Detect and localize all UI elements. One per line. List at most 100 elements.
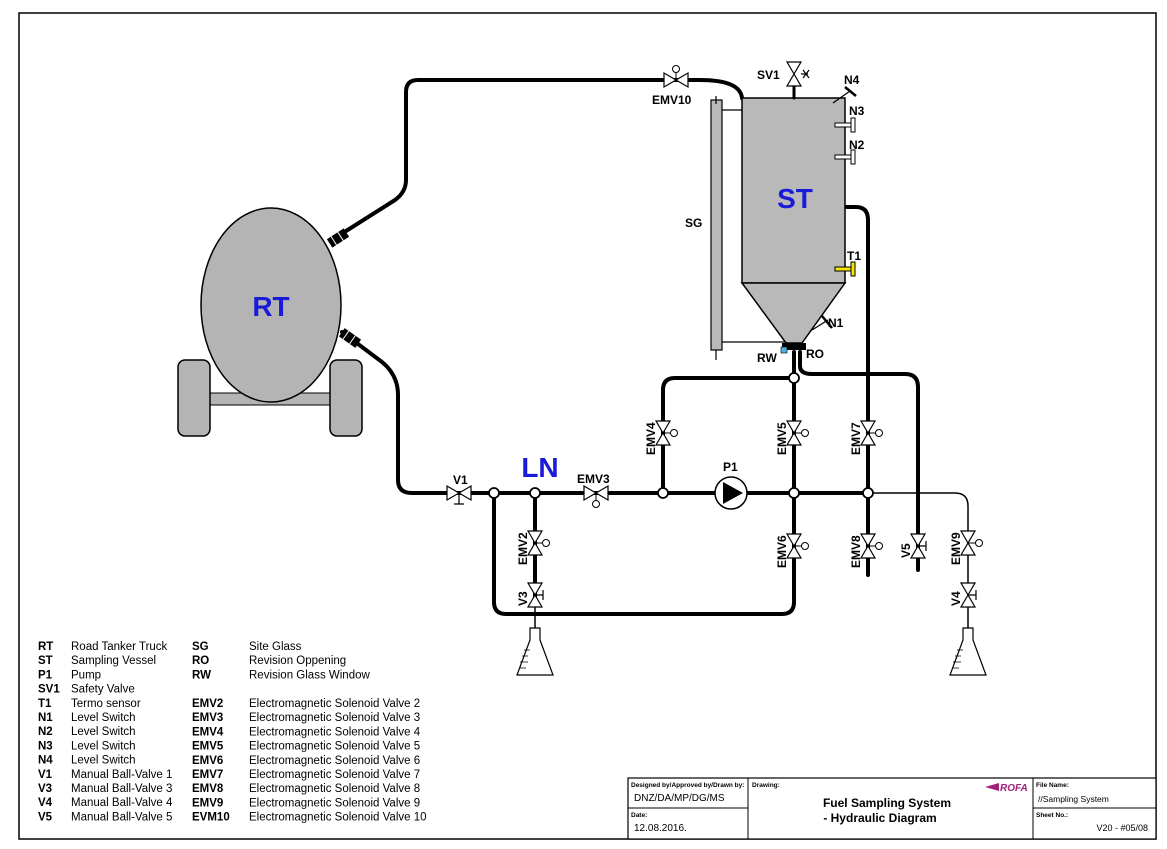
legend-description: Electromagnetic Solenoid Valve 6 [249, 755, 420, 767]
legend-code: SV1 [38, 684, 60, 696]
valve-emv9[interactable] [960, 530, 983, 556]
legend-code: V3 [38, 783, 52, 795]
file-name-label: File Name: [1036, 782, 1069, 789]
valve-emv8-label: EMV8 [849, 535, 863, 568]
valve-emv6[interactable] [786, 533, 809, 559]
legend-description: Level Switch [71, 726, 136, 738]
legend-code: N2 [38, 726, 53, 738]
rofa-logo: ROFA [985, 783, 1028, 794]
vessel-cone [740, 282, 847, 344]
legend-description: Manual Ball-Valve 1 [71, 769, 172, 781]
safety-valve-label: SV1 [757, 68, 780, 82]
valve-v4[interactable] [960, 582, 977, 608]
legend-code: RO [192, 655, 209, 667]
legend-description: Electromagnetic Solenoid Valve 9 [249, 797, 420, 809]
drawing-title-line1: Fuel Sampling System [823, 796, 951, 810]
junction-nodes [488, 372, 874, 499]
legend-description: Level Switch [71, 712, 136, 724]
valve-v1-label: V1 [453, 473, 468, 487]
valve-emv7-label: EMV7 [849, 422, 863, 455]
legend-description: Safety Valve [71, 684, 135, 696]
valve-emv8[interactable] [860, 533, 883, 559]
legend-code: EMV2 [192, 698, 223, 710]
legend-description: Electromagnetic Solenoid Valve 8 [249, 783, 420, 795]
tanker-coupling-bottom [338, 328, 362, 348]
valve-v1[interactable] [446, 485, 472, 505]
date-label: Date: [631, 812, 647, 819]
legend-code: V1 [38, 769, 53, 781]
legend-description: Revision Oppening [249, 655, 346, 667]
legend-code: EMV4 [192, 726, 224, 738]
legend-code: EMV9 [192, 797, 223, 809]
level-switch-n1-label: N1 [828, 316, 844, 330]
pipework [333, 78, 969, 630]
legend-description: Manual Ball-Valve 3 [71, 783, 172, 795]
valve-v4-label: V4 [949, 591, 963, 606]
date-value: 12.08.2016. [634, 823, 687, 834]
sampling-vessel-label: ST [777, 183, 813, 214]
tanker-wheel-right [329, 359, 363, 437]
legend-code: V4 [38, 797, 53, 809]
legend-code: EMV5 [192, 741, 224, 753]
valve-emv10[interactable] [663, 65, 689, 88]
site-glass-label: SG [685, 216, 702, 230]
valve-v3[interactable] [527, 582, 544, 608]
sheet-no-value: V20 - #05/08 [1096, 823, 1148, 833]
revision-window-label: RW [757, 351, 777, 365]
drawing-frame [18, 12, 1157, 840]
valve-emv5[interactable] [786, 420, 809, 446]
line-label: LN [521, 452, 558, 483]
valve-emv7[interactable] [860, 420, 883, 446]
sample-flask-left-icon [516, 627, 554, 676]
valve-emv3[interactable] [583, 485, 609, 508]
valve-emv2[interactable] [527, 530, 550, 556]
legend-code: ST [38, 655, 53, 667]
level-switch-n4-icon [832, 86, 857, 104]
valve-emv4-label: EMV4 [644, 422, 658, 455]
valve-emv3-label: EMV3 [577, 472, 610, 486]
revision-window-icon [780, 346, 788, 354]
site-glass [710, 99, 723, 351]
svg-text:ROFA: ROFA [1000, 783, 1028, 794]
legend-description: Electromagnetic Solenoid Valve 2 [249, 698, 420, 710]
pump-p1-icon[interactable] [714, 476, 748, 510]
legend-description: Pump [71, 669, 101, 681]
legend-code: T1 [38, 698, 52, 710]
road-tanker-label: RT [252, 291, 289, 322]
legend-description: Electromagnetic Solenoid Valve 7 [249, 769, 420, 781]
valve-v3-label: V3 [516, 591, 530, 606]
road-tanker: RT [177, 207, 363, 437]
legend-description: Electromagnetic Solenoid Valve 5 [249, 741, 420, 753]
title-block: Designed by/Approved by/Drawn by: DNZ/DA… [627, 777, 1157, 840]
valve-v5[interactable] [910, 533, 927, 559]
vessel-bottom-flange [782, 343, 806, 350]
legend-description: Road Tanker Truck [71, 641, 168, 653]
legend-description: Level Switch [71, 740, 136, 752]
legend-description: Manual Ball-Valve 5 [71, 811, 172, 823]
valve-emv5-label: EMV5 [775, 422, 789, 455]
legend-code: EVM10 [192, 812, 230, 824]
valve-emv10-label: EMV10 [652, 93, 692, 107]
drawing-title-line2: - Hydraulic Diagram [823, 811, 936, 825]
legend-code: P1 [38, 669, 53, 681]
tanker-coupling-top [326, 228, 350, 248]
legend-code: RT [38, 641, 53, 653]
legend-code: EMV6 [192, 755, 223, 767]
legend-description: Site Glass [249, 641, 302, 653]
sampling-vessel: ST SG SV1 N4 N3 N2 T1 [685, 61, 865, 365]
level-switch-n1-icon [811, 315, 833, 331]
legend-code: RW [192, 669, 211, 681]
sheet-no-label: Sheet No.: [1036, 812, 1068, 819]
revision-opening-label: RO [806, 347, 824, 361]
legend-description: Manual Ball-Valve 4 [71, 797, 173, 809]
legend-code: N3 [38, 740, 53, 752]
legend-description: Electromagnetic Solenoid Valve 3 [249, 712, 420, 724]
thermo-sensor-label: T1 [847, 249, 861, 263]
valve-v5-label: V5 [899, 543, 913, 558]
legend-code: V5 [38, 811, 53, 823]
tanker-wheel-left [177, 359, 211, 437]
legend-description: Sampling Vessel [71, 655, 156, 667]
valve-emv4[interactable] [655, 420, 678, 446]
